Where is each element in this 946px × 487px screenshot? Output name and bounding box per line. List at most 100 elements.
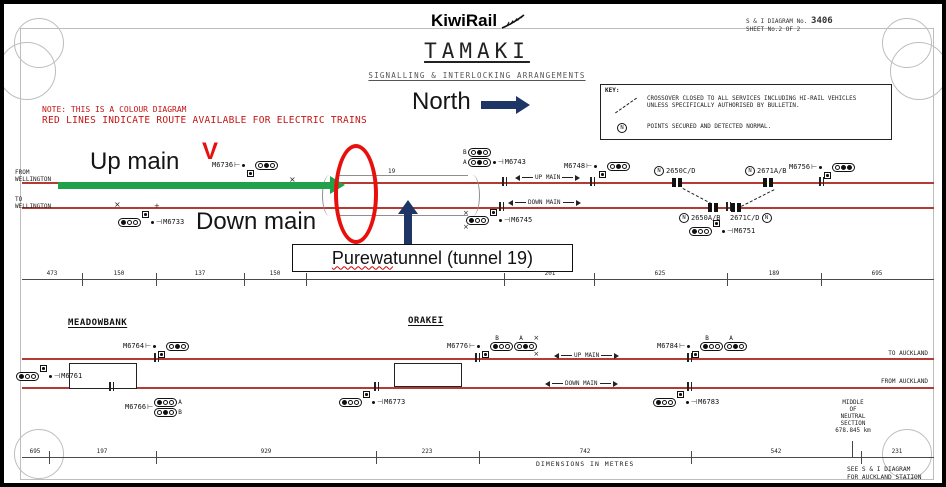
points-machine bbox=[731, 203, 741, 212]
signal-stem bbox=[594, 165, 598, 168]
see-note-line1: SEE S & I DIAGRAM bbox=[847, 466, 911, 473]
dim-value: 742 bbox=[579, 448, 591, 455]
rail-joint bbox=[687, 382, 692, 391]
neutral-section-note: MIDDLE OF NEUTRAL SECTION 678.845 km bbox=[822, 400, 884, 435]
to-wellington-label: TO WELLINGTON bbox=[15, 196, 52, 210]
signal-label: M6745 bbox=[511, 216, 533, 224]
signal-stem bbox=[499, 219, 502, 222]
down-main-direction-label: DOWN MAIN bbox=[508, 199, 581, 206]
signal-stem bbox=[242, 164, 246, 167]
track-cross-mark: × bbox=[289, 175, 296, 184]
signal-label: M6751 bbox=[734, 227, 756, 235]
signal-bracket: ⊢ bbox=[469, 342, 476, 350]
tunnel-portal-east bbox=[465, 175, 480, 216]
to-auckland-label: TO AUCKLAND bbox=[888, 350, 928, 357]
arrow-left-icon bbox=[508, 199, 513, 206]
dim-tick bbox=[49, 451, 50, 464]
down-main-direction-label: DOWN MAIN bbox=[545, 380, 618, 387]
track-cross-mark: × bbox=[114, 200, 121, 209]
signal-label: M6733 bbox=[163, 218, 185, 226]
points-2650cd: N 2650C/D bbox=[654, 166, 696, 176]
down-main-text: DOWN MAIN bbox=[528, 199, 561, 206]
signal-head-a bbox=[514, 342, 538, 351]
dim-tick bbox=[594, 273, 595, 286]
station-meadowbank: MEADOWBANK bbox=[68, 318, 128, 328]
head-letter: A bbox=[729, 335, 733, 342]
dim-value: 189 bbox=[768, 270, 780, 277]
signal-head bbox=[118, 218, 141, 227]
route-indicator bbox=[824, 172, 832, 179]
dim-value: 695 bbox=[29, 448, 41, 455]
neutral-line: NEUTRAL bbox=[840, 414, 866, 420]
dim-tick bbox=[82, 273, 83, 286]
signal-head-b bbox=[467, 148, 491, 157]
dim-tick bbox=[691, 451, 692, 464]
feather-cross: × bbox=[463, 209, 469, 217]
signal-m6776: M6776⊢ B A × × bbox=[447, 335, 539, 358]
wellington-word: WELLINGTON bbox=[15, 202, 52, 210]
signal-stem bbox=[49, 375, 52, 378]
feather-cross: × bbox=[533, 334, 540, 342]
signal-head-b bbox=[154, 408, 178, 417]
page-subtitle: SIGNALLING & INTERLOCKING ARRANGEMENTS bbox=[368, 71, 586, 80]
key-crossover-line1: CROSSOVER CLOSED TO ALL SERVICES INCLUDI… bbox=[647, 96, 857, 102]
rail-joint bbox=[499, 202, 504, 211]
signal-stem bbox=[477, 345, 481, 348]
signal-head bbox=[466, 216, 489, 225]
signal-stem bbox=[686, 401, 689, 404]
signal-label: M6736 bbox=[212, 161, 234, 169]
route-indicator bbox=[482, 351, 490, 358]
signal-m6751: ⊣M6751 bbox=[689, 220, 756, 236]
signal-bracket: ⊣ bbox=[497, 158, 504, 166]
feather-cross: × bbox=[533, 350, 540, 358]
up-main-text: UP MAIN bbox=[535, 174, 561, 181]
signal-head bbox=[832, 163, 856, 172]
signal-m6773: ⊣M6773 bbox=[339, 391, 406, 407]
tunnel-highlight-ellipse bbox=[334, 144, 378, 244]
corner-motif bbox=[4, 42, 56, 100]
dim-tick bbox=[306, 273, 307, 286]
up-main-text: UP MAIN bbox=[574, 352, 600, 359]
route-indicator bbox=[692, 351, 700, 358]
see-diagram-note: SEE S & I DIAGRAM FOR AUCKLAND STATION bbox=[847, 466, 922, 481]
dim-value: 223 bbox=[421, 448, 433, 455]
signal-stem bbox=[819, 166, 823, 169]
signal-bracket: ⊣ bbox=[156, 218, 163, 226]
key-box: KEY: CROSSOVER CLOSED TO ALL SERVICES IN… bbox=[600, 84, 892, 140]
head-letter: A bbox=[178, 399, 182, 406]
circled-n-icon: N bbox=[654, 166, 664, 176]
head-letter: B bbox=[178, 409, 182, 416]
orakei-platform bbox=[394, 363, 462, 387]
signal-m6745: × × ⊣M6745 bbox=[463, 209, 533, 231]
points-label: 2650C/D bbox=[666, 167, 696, 175]
neutral-line: 678.845 km bbox=[835, 428, 871, 434]
points-machine bbox=[672, 178, 682, 187]
circled-n-icon: N bbox=[761, 213, 772, 223]
signal-bracket: ⊣ bbox=[377, 398, 384, 406]
signal-bracket: ⊢ bbox=[234, 161, 241, 169]
signal-head-a bbox=[724, 342, 748, 351]
rail-joint bbox=[687, 353, 692, 362]
dimension-line-upper bbox=[22, 279, 934, 281]
from-wellington-label: FROM WELLINGTON bbox=[15, 169, 51, 183]
points-label: 2671C/D bbox=[730, 214, 760, 222]
tunnel-callout-rest: tunnel (tunnel 19) bbox=[392, 247, 534, 268]
circled-n-icon: N bbox=[679, 213, 689, 223]
neutral-line: SECTION bbox=[840, 421, 866, 427]
station-orakei: ORAKEI bbox=[408, 316, 444, 326]
signal-label: M6748 bbox=[564, 162, 586, 170]
signal-label: M6783 bbox=[698, 398, 720, 406]
dim-value: 231 bbox=[891, 448, 903, 455]
signal-bracket: ⊣ bbox=[691, 398, 698, 406]
signal-label: M6773 bbox=[384, 398, 406, 406]
north-arrow-head bbox=[516, 96, 530, 114]
north-label: North bbox=[412, 88, 471, 115]
rail-joint bbox=[109, 382, 114, 391]
sheet-no: SHEET No.2 OF 2 bbox=[746, 26, 801, 33]
signal-m6748: M6748⊢ bbox=[564, 162, 631, 178]
dim-tick bbox=[504, 273, 505, 286]
dim-tick bbox=[156, 273, 157, 286]
tunnel-pointer-arrow bbox=[404, 213, 412, 245]
key-crossover-line2: UNLESS SPECIFICALLY AUTHORISED BY BULLET… bbox=[647, 103, 800, 109]
